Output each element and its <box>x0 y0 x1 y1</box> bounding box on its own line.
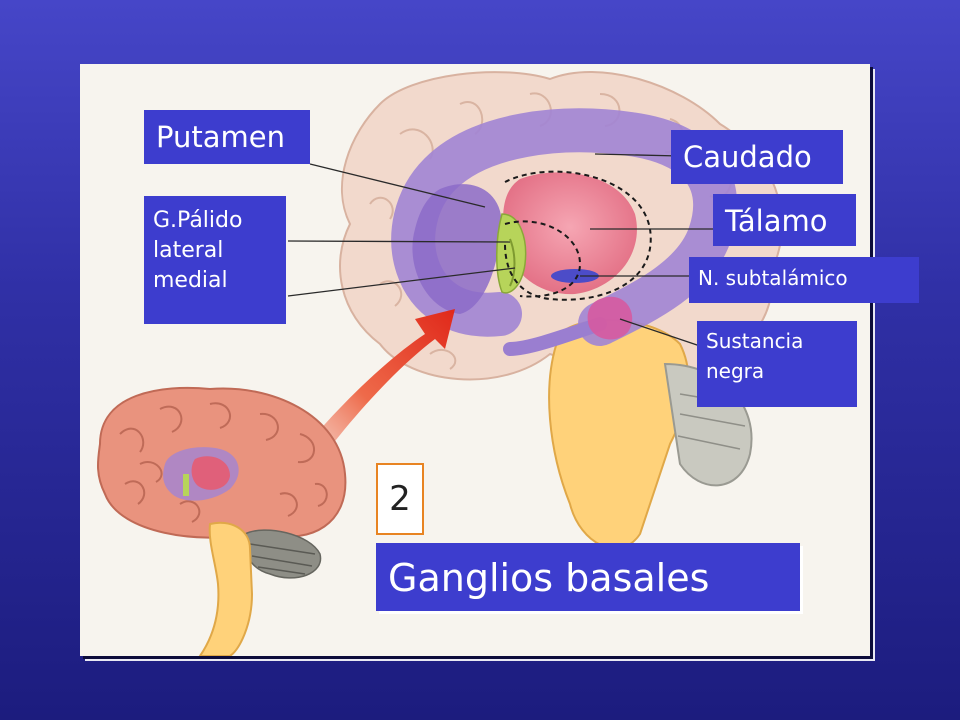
thalamus <box>503 172 637 295</box>
leader-lines <box>287 153 725 347</box>
globus-pallidus <box>496 213 527 294</box>
basal-ganglia-illustration <box>97 71 783 656</box>
label-gpalido-line-2: lateral <box>153 238 224 263</box>
label-caudado: Caudado <box>671 130 843 184</box>
subthalamic-nucleus <box>551 269 599 283</box>
label-subtalamico-text: N. subtalámico <box>698 266 848 290</box>
label-globo-palido: G.Pálido lateral medial <box>144 196 286 324</box>
label-sustancia-line-2: negra <box>706 359 765 383</box>
substantia-nigra <box>587 296 633 340</box>
small-brain <box>97 386 347 656</box>
label-caudado-text: Caudado <box>683 140 812 174</box>
slide-title: Ganglios basales <box>376 543 800 611</box>
brainstem <box>548 319 753 550</box>
label-subtalamico: N. subtalámico <box>689 257 919 303</box>
label-putamen-text: Putamen <box>156 120 285 154</box>
label-gpalido-line-3: medial <box>153 268 228 293</box>
label-gpalido-line-1: G.Pálido <box>153 208 243 233</box>
dashed-outlines <box>504 170 652 301</box>
label-sustancia-negra: Sustancia negra <box>697 321 857 407</box>
label-talamo: Tálamo <box>713 194 856 246</box>
label-talamo-text: Tálamo <box>725 204 828 238</box>
putamen <box>412 184 502 314</box>
label-putamen: Putamen <box>144 110 310 164</box>
slide-number: 2 <box>376 463 424 535</box>
label-sustancia-line-1: Sustancia <box>706 329 804 353</box>
